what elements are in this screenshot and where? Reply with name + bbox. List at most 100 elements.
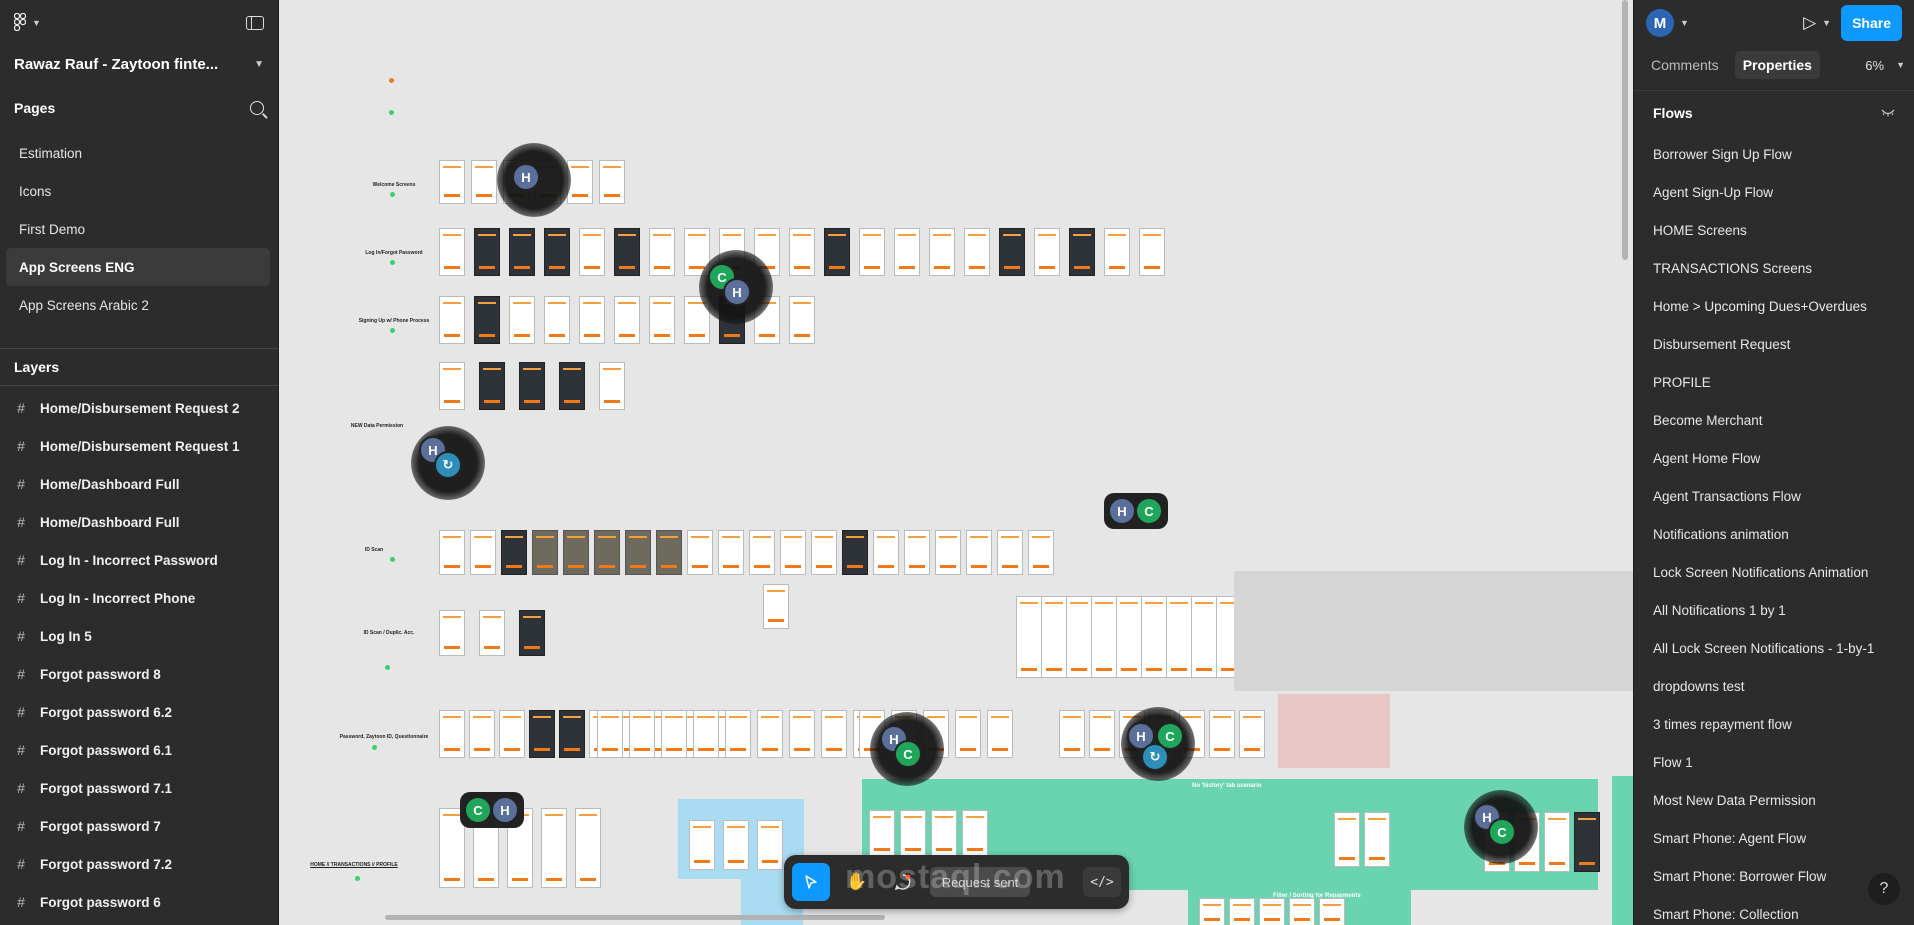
frame-thumbnail[interactable]	[873, 530, 899, 575]
frame-thumbnail[interactable]	[439, 160, 465, 204]
flow-item[interactable]: Flow 1	[1653, 754, 1693, 770]
frame-thumbnail[interactable]	[625, 530, 651, 575]
flow-item[interactable]: HOME Screens	[1653, 222, 1747, 238]
frame-thumbnail[interactable]	[757, 710, 783, 758]
frame-thumbnail[interactable]	[1059, 710, 1085, 758]
frame-thumbnail[interactable]	[693, 710, 719, 758]
page-item[interactable]: Estimation	[19, 145, 83, 161]
frame-thumbnail[interactable]	[789, 228, 815, 276]
frame-thumbnail[interactable]	[1364, 812, 1390, 867]
frame-thumbnail[interactable]	[509, 296, 535, 344]
frame-thumbnail[interactable]	[575, 808, 601, 888]
frame-thumbnail[interactable]	[749, 530, 775, 575]
frame-thumbnail[interactable]	[842, 530, 868, 575]
chevron-down-icon[interactable]: ▼	[1822, 18, 1832, 28]
frame-thumbnail[interactable]	[1259, 898, 1285, 925]
flow-item[interactable]: TRANSACTIONS Screens	[1653, 260, 1813, 276]
layer-item[interactable]: #Forgot password 6.1	[0, 731, 278, 769]
frame-thumbnail[interactable]	[1089, 710, 1115, 758]
frame-thumbnail[interactable]	[1041, 596, 1067, 678]
frame-thumbnail[interactable]	[1091, 596, 1117, 678]
frame-thumbnail[interactable]	[929, 228, 955, 276]
flow-item[interactable]: dropdowns test	[1653, 678, 1745, 694]
frame-thumbnail[interactable]	[1209, 710, 1235, 758]
frame-thumbnail[interactable]	[811, 530, 837, 575]
present-play-icon[interactable]: ▷	[1803, 13, 1817, 32]
toggle-sidebar-icon[interactable]	[246, 16, 264, 30]
frame-thumbnail[interactable]	[661, 710, 687, 758]
frame-thumbnail[interactable]	[789, 710, 815, 758]
flow-item[interactable]: Borrower Sign Up Flow	[1653, 146, 1792, 162]
layer-item[interactable]: #Log In - Incorrect Phone	[0, 579, 278, 617]
grey-section[interactable]	[1234, 571, 1633, 691]
flow-item[interactable]: All Lock Screen Notifications - 1-by-1	[1653, 640, 1875, 656]
frame-thumbnail[interactable]	[614, 228, 640, 276]
comment-tool-icon[interactable]	[884, 863, 922, 901]
frame-thumbnail[interactable]	[1034, 228, 1060, 276]
frame-thumbnail[interactable]	[656, 530, 682, 575]
frame-thumbnail[interactable]	[579, 296, 605, 344]
flow-item[interactable]: Most New Data Permission	[1653, 792, 1816, 808]
frame-thumbnail[interactable]	[479, 362, 505, 410]
layer-item[interactable]: #Home/Disbursement Request 2	[0, 389, 278, 427]
frame-thumbnail[interactable]	[474, 296, 500, 344]
layer-item[interactable]: #Home/Dashboard Full	[0, 465, 278, 503]
frame-thumbnail[interactable]	[1544, 812, 1570, 872]
frame-thumbnail[interactable]	[544, 296, 570, 344]
tab-comments[interactable]: Comments	[1651, 57, 1719, 73]
frame-thumbnail[interactable]	[999, 228, 1025, 276]
chevron-down-icon[interactable]: ▼	[254, 58, 264, 70]
layer-item[interactable]: #Log In 5	[0, 617, 278, 655]
design-canvas[interactable]: Welcome Screens Log In/Forgot Password S…	[279, 0, 1633, 925]
frame-thumbnail[interactable]	[780, 530, 806, 575]
layer-item[interactable]: #Forgot password 8	[0, 655, 278, 693]
frame-thumbnail[interactable]	[824, 228, 850, 276]
main-menu-button[interactable]: ▼	[13, 12, 41, 34]
frame-thumbnail[interactable]	[1066, 596, 1092, 678]
flow-item[interactable]: Agent Sign-Up Flow	[1653, 184, 1774, 200]
flow-item[interactable]: Become Merchant	[1653, 412, 1763, 428]
frame-thumbnail[interactable]	[614, 296, 640, 344]
frame-thumbnail[interactable]	[931, 810, 957, 858]
frame-thumbnail[interactable]	[439, 610, 465, 656]
request-sent-button[interactable]: Request sent	[930, 867, 1030, 897]
hand-tool-icon[interactable]: ✋	[846, 872, 868, 891]
user-avatar[interactable]: M	[1646, 9, 1674, 37]
frame-thumbnail[interactable]	[689, 820, 715, 870]
frame-thumbnail[interactable]	[479, 610, 505, 656]
frame-thumbnail[interactable]	[821, 710, 847, 758]
search-icon[interactable]	[250, 101, 264, 115]
tab-properties[interactable]: Properties	[1734, 51, 1820, 79]
frame-thumbnail[interactable]	[859, 228, 885, 276]
green-section-edge[interactable]	[1612, 776, 1633, 925]
layer-item[interactable]: #Forgot password 7.1	[0, 769, 278, 807]
frame-thumbnail[interactable]	[1574, 812, 1600, 872]
frame-thumbnail[interactable]	[474, 228, 500, 276]
layer-item[interactable]: #Home/Dashboard Full	[0, 503, 278, 541]
page-item[interactable]: Icons	[19, 183, 52, 199]
frame-thumbnail[interactable]	[1116, 596, 1142, 678]
help-button[interactable]: ?	[1868, 873, 1900, 905]
frame-thumbnail[interactable]	[579, 228, 605, 276]
frame-thumbnail[interactable]	[997, 530, 1023, 575]
frame-thumbnail[interactable]	[904, 530, 930, 575]
frame-thumbnail[interactable]	[597, 710, 623, 758]
frame-thumbnail[interactable]	[541, 808, 567, 888]
flow-item[interactable]: Notifications animation	[1653, 526, 1789, 542]
frame-thumbnail[interactable]	[599, 160, 625, 204]
chevron-down-icon[interactable]: ▼	[1680, 18, 1689, 28]
flow-item[interactable]: Disbursement Request	[1653, 336, 1791, 352]
frame-thumbnail[interactable]	[519, 362, 545, 410]
frame-thumbnail[interactable]	[1016, 596, 1042, 678]
layer-item[interactable]: #Forgot password 6.2	[0, 693, 278, 731]
dev-mode-icon[interactable]: </>	[1083, 867, 1121, 897]
frame-thumbnail[interactable]	[1028, 530, 1054, 575]
hide-eye-icon[interactable]	[1881, 106, 1895, 120]
flow-item[interactable]: PROFILE	[1653, 374, 1711, 390]
frame-thumbnail[interactable]	[1289, 898, 1315, 925]
flow-item[interactable]: Agent Transactions Flow	[1653, 488, 1801, 504]
flow-item[interactable]: Agent Home Flow	[1653, 450, 1761, 466]
frame-thumbnail[interactable]	[499, 710, 525, 758]
layer-item[interactable]: #Forgot password 7	[0, 807, 278, 845]
flow-item[interactable]: All Notifications 1 by 1	[1653, 602, 1786, 618]
